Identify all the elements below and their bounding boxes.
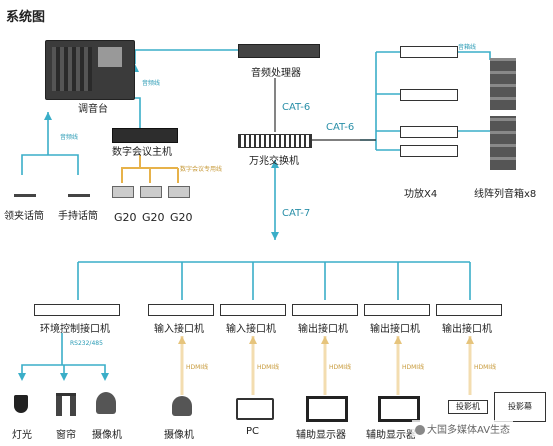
input-interface-device <box>148 304 214 316</box>
light-icon <box>14 395 28 413</box>
camera-label: 摄像机 <box>92 430 122 441</box>
dsp-label: 音频处理器 <box>251 68 301 79</box>
handheld-mic-icon <box>68 178 90 197</box>
mixer-label: 调音台 <box>78 104 108 115</box>
output-interface-device <box>364 304 430 316</box>
amplifier-label: 功放X4 <box>404 189 438 200</box>
speaker-line-label: 音箱线 <box>458 44 477 51</box>
projection-screen-box: 投影幕 <box>494 392 546 422</box>
camera-label: 摄像机 <box>164 430 194 441</box>
mixer-device <box>45 40 135 100</box>
g20-label: G20 <box>142 211 165 224</box>
camera-icon <box>96 392 116 414</box>
curtain-icon <box>56 393 76 416</box>
screen-label: 投影幕 <box>508 402 532 411</box>
handheld-mic-label: 手持话筒 <box>58 211 98 222</box>
g20-mic-icon <box>112 186 134 198</box>
cat7-label: CAT-7 <box>282 208 311 219</box>
line-array-speaker-icon <box>490 116 516 170</box>
switch-device <box>238 134 312 148</box>
g20-label: G20 <box>170 211 193 224</box>
hdmi-label: HDMI线 <box>186 364 209 371</box>
audio-line-label-b: 音频线 <box>60 134 79 141</box>
monitor-icon <box>306 396 348 422</box>
conference-cable-label: 数字会议专用线 <box>180 166 223 173</box>
diagram-title: 系统图 <box>6 10 46 25</box>
watermark: 大国多媒体AV生态 <box>412 420 514 437</box>
amplifier-device <box>400 89 458 101</box>
g20-mic-icon <box>140 186 162 198</box>
hdmi-label: HDMI线 <box>257 364 280 371</box>
amplifier-device <box>400 126 458 138</box>
audio-line-label-a: 音频线 <box>142 80 161 87</box>
hdmi-label: HDMI线 <box>402 364 425 371</box>
cat6-label-a: CAT-6 <box>282 102 311 113</box>
g20-mic-icon <box>168 186 190 198</box>
pc-laptop-icon <box>236 398 274 420</box>
switch-label: 万兆交换机 <box>249 156 299 167</box>
input-interface-label: 输入接口机 <box>154 324 204 335</box>
line-array-speaker-icon <box>490 58 516 110</box>
light-label: 灯光 <box>12 430 32 441</box>
hdmi-label: HDMI线 <box>474 364 497 371</box>
pc-label: PC <box>246 426 260 437</box>
output-interface-device <box>292 304 358 316</box>
input-interface-device <box>220 304 286 316</box>
camera-icon <box>172 396 192 416</box>
cat6-label-b: CAT-6 <box>326 122 355 133</box>
projector-label: 投影机 <box>456 402 480 411</box>
hdmi-label: HDMI线 <box>329 364 352 371</box>
output-interface-label: 输出接口机 <box>298 324 348 335</box>
rs232-label: RS232/485 <box>70 340 103 347</box>
dsp-device <box>238 44 320 58</box>
aux-display-label: 辅助显示器 <box>366 430 416 441</box>
output-interface-label: 输出接口机 <box>370 324 420 335</box>
speaker-label: 线阵列音箱x8 <box>474 189 537 200</box>
output-interface-label: 输出接口机 <box>442 324 492 335</box>
watermark-text: 大国多媒体AV生态 <box>427 425 511 436</box>
conference-host-label: 数字会议主机 <box>112 147 172 158</box>
aux-display-label: 辅助显示器 <box>296 430 346 441</box>
output-interface-device <box>436 304 502 316</box>
amplifier-device <box>400 145 458 157</box>
lavalier-mic-icon <box>14 178 36 197</box>
projector-box: 投影机 <box>448 400 488 414</box>
curtain-label: 窗帘 <box>56 430 76 441</box>
env-control-label: 环境控制接口机 <box>40 324 110 335</box>
amplifier-device <box>400 46 458 58</box>
g20-label: G20 <box>114 211 137 224</box>
env-control-device <box>34 304 120 316</box>
monitor-icon <box>378 396 420 422</box>
wechat-icon <box>415 425 425 435</box>
lavalier-mic-label: 领夹话筒 <box>4 211 44 222</box>
input-interface-label: 输入接口机 <box>226 324 276 335</box>
conference-host-device <box>112 128 178 143</box>
